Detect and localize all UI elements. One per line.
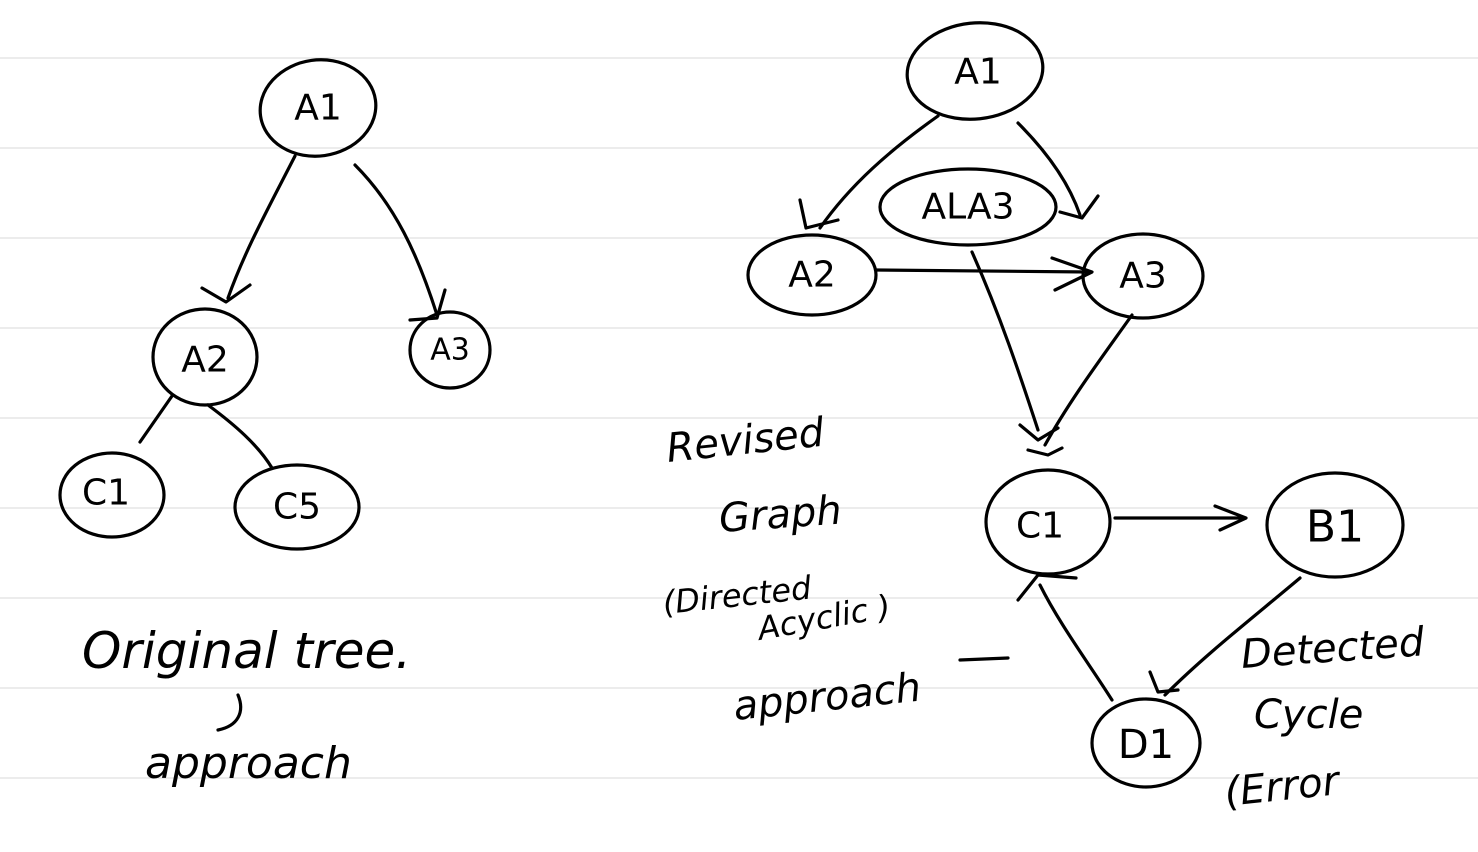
cycle-error-line3: (Error: [1222, 758, 1343, 816]
arrowhead-a3-to-c1: [1026, 446, 1064, 457]
graph-node-d1-label: D1: [1118, 722, 1174, 768]
edge-a2-to-c5: [206, 403, 274, 470]
tree-node-c5-label: C5: [273, 487, 321, 528]
tree-node-c1: C1: [58, 451, 166, 539]
revised-graph-caption-line2: Graph: [717, 488, 843, 542]
tree-node-a2-label: A2: [181, 340, 229, 381]
caption-underline-tail: [958, 656, 1010, 662]
edge-ala3-to-c1: [970, 250, 1040, 432]
graph-node-a2: A2: [746, 233, 878, 317]
graph-node-a1: A1: [905, 21, 1045, 121]
tree-node-a3: A3: [408, 310, 492, 390]
graph-node-b1-label: B1: [1306, 502, 1364, 553]
edge-b1-to-d1: [1163, 576, 1302, 697]
edge-a3-to-c1: [1043, 313, 1134, 447]
graph-node-c1-label: C1: [1016, 506, 1064, 547]
revised-graph-caption-line1: Revised: [664, 410, 827, 472]
arrowhead-a1-to-a3: [408, 288, 447, 322]
graph-node-a3-label: A3: [1119, 256, 1167, 297]
tree-node-c1-label: C1: [82, 473, 130, 514]
edge-a1-to-a3: [353, 163, 439, 317]
arrowhead-a2-to-a3: [1050, 256, 1094, 292]
cycle-error-line1: Detected: [1239, 619, 1426, 678]
tree-node-a3-label: A3: [430, 333, 470, 368]
graph-node-c1: C1: [984, 468, 1112, 576]
tree-node-a1-label: A1: [294, 88, 342, 129]
edge-a1-to-a2: [226, 154, 297, 300]
graph-node-ala3-label: ALA3: [921, 187, 1014, 228]
revised-graph-diagram: A1 ALA3 A2 A3 C1 B1 D1 Revised Graph (D: [661, 21, 1426, 816]
arrowhead-b1-to-d1: [1148, 670, 1180, 694]
arrowhead-a1-to-a2: [200, 283, 252, 304]
edge-a2-to-a3: [874, 268, 1092, 274]
edge-d1-to-c1: [1038, 583, 1114, 702]
arrowhead-a1-to-a3: [1058, 194, 1100, 220]
tree-node-a1: A1: [258, 58, 378, 158]
cycle-error-line2: Cycle: [1254, 692, 1363, 738]
graph-node-a1-label: A1: [954, 52, 1002, 93]
edge-a1-to-a2: [818, 114, 940, 230]
arrowhead-a1-to-a2: [798, 198, 840, 230]
original-tree-caption-line2: approach: [145, 738, 352, 789]
graph-node-ala3: ALA3: [878, 167, 1058, 247]
graph-node-a2-label: A2: [788, 255, 836, 296]
caption-underline-hook: [216, 693, 243, 732]
original-tree-caption-line1: Original tree.: [82, 622, 411, 680]
graph-node-b1: B1: [1265, 471, 1405, 579]
edge-a2-to-c1: [138, 394, 174, 444]
revised-graph-caption-line5: approach: [731, 665, 923, 730]
edge-a1-to-a3: [1016, 121, 1082, 217]
tree-node-a2: A2: [151, 307, 259, 407]
original-tree-diagram: A1 A2 A3 C1 C5 Original tree. approach: [58, 58, 492, 789]
graph-node-d1: D1: [1090, 697, 1202, 789]
graph-node-a3: A3: [1081, 232, 1205, 320]
tree-node-c5: C5: [233, 463, 361, 551]
arrowhead-c1-to-b1: [1213, 504, 1248, 532]
